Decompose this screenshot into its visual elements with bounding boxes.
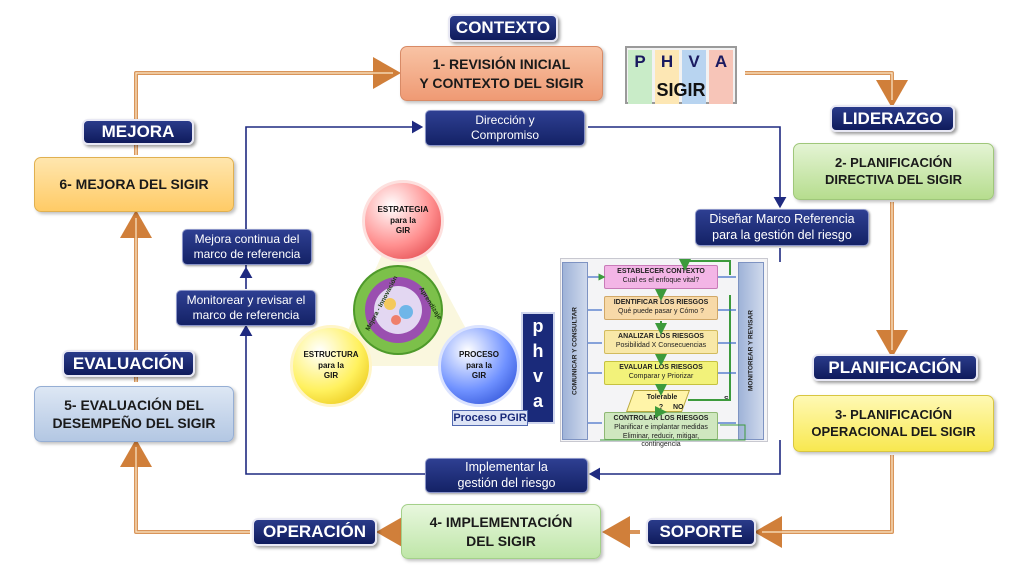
pill-mejora-continua: Mejora continua del marco de referencia <box>182 229 312 265</box>
phva-sigir-title: SIGIR <box>656 80 706 100</box>
stage-2-line1: 2- PLANIFICACIÓN <box>835 154 952 170</box>
step-controlar-sub: Planificar e implantar medidas <box>614 423 708 431</box>
stage-4-line1: 4- IMPLEMENTACIÓN <box>429 514 573 531</box>
process-step-establecer: ESTABLECER CONTEXTO Cual es el enfoque v… <box>604 265 718 289</box>
circle-estructura-line2: para la <box>318 360 344 370</box>
phva-letter-p: P <box>628 50 652 104</box>
pill-monitorear-line1: Monitorear y revisar el <box>186 293 306 307</box>
step-controlar-title: CONTROLAR LOS RIESGOS <box>613 415 709 422</box>
phva-letter-v: V <box>682 50 706 104</box>
process-step-controlar: CONTROLAR LOS RIESGOS Planificar e impla… <box>604 412 718 448</box>
stage-1-line1: 1- REVISIÓN INICIAL <box>432 56 571 73</box>
circle-proceso: PROCESO para la GIR <box>438 325 520 407</box>
circle-estrategia: ESTRATEGIA para la GIR <box>362 180 444 262</box>
circle-proceso-line3: GIR <box>471 371 487 381</box>
pill-monitorear-line2: marco de referencia <box>192 308 300 322</box>
pill-implementar-gestion: Implementar la gestión del riesgo <box>425 458 588 493</box>
stage-4-implementacion: 4- IMPLEMENTACIÓN DEL SIGIR <box>401 504 601 559</box>
step-establecer-title: ESTABLECER CONTEXTO <box>617 268 705 275</box>
stage-2-planificacion-directiva: 2- PLANIFICACIÓN DIRECTIVA DEL SIGIR <box>793 143 994 200</box>
phva-letter-h: H <box>655 50 679 104</box>
pill-mejora-continua-line1: Mejora continua del <box>194 232 300 246</box>
step-evaluar-sub: Comparar y Priorizar <box>628 372 694 380</box>
stage-2-line2: DIRECTIVA DEL SIGIR <box>825 171 962 187</box>
hub-ring <box>353 265 443 355</box>
step-identificar-title: IDENTIFICAR LOS RIESGOS <box>613 299 709 306</box>
label-soporte: SOPORTE <box>646 518 756 546</box>
small-phva-v: v <box>532 366 543 386</box>
small-phva-caption: Proceso PGIR <box>452 410 528 426</box>
pill-direccion-line2: Compromiso <box>470 128 539 142</box>
decision-question: ? <box>658 404 664 411</box>
stage-3-line2: OPERACIONAL DEL SIGIR <box>811 423 976 439</box>
stage-6-line1: 6- MEJORA DEL SIGIR <box>59 176 209 193</box>
step-analizar-title: ANALIZAR LOS RIESGOS <box>618 333 704 340</box>
circle-proceso-line1: PROCESO <box>458 350 499 360</box>
label-operacion: OPERACIÓN <box>252 518 377 546</box>
pill-mejora-continua-line2: marco de referencia <box>193 247 301 261</box>
stage-5-evaluacion-desempeno: 5- EVALUACIÓN DEL DESEMPEÑO DEL SIGIR <box>34 386 234 442</box>
pill-implementar-line2: gestión del riesgo <box>457 475 556 490</box>
label-mejora: MEJORA <box>82 119 194 145</box>
circle-proceso-line2: para la <box>466 360 492 370</box>
pill-disenar-line2: para la gestión del riesgo <box>712 227 852 242</box>
small-phva-p: p <box>532 316 544 336</box>
step-establecer-sub: Cual es el enfoque vital? <box>622 276 700 284</box>
circle-estrategia-line3: GIR <box>395 226 411 236</box>
label-planificacion: PLANIFICACIÓN <box>812 354 978 381</box>
stage-5-line1: 5- EVALUACIÓN DEL <box>64 396 204 413</box>
step-controlar-sub2: Eliminar, reducir, mitigar, contingencia <box>622 432 700 449</box>
step-evaluar-title: EVALUAR LOS RIESGOS <box>619 364 703 371</box>
decision-label: Tolerable <box>646 394 678 401</box>
stage-1-revision-inicial: 1- REVISIÓN INICIAL Y CONTEXTO DEL SIGIR <box>400 46 603 101</box>
stage-1-line2: Y CONTEXTO DEL SIGIR <box>419 74 584 91</box>
step-analizar-sub: Posibilidad X Consecuencias <box>615 341 707 349</box>
stage-3-planificacion-operacional: 3- PLANIFICACIÓN OPERACIONAL DEL SIGIR <box>793 395 994 452</box>
label-contexto: CONTEXTO <box>448 14 558 42</box>
stage-4-line2: DEL SIGIR <box>466 532 536 549</box>
circle-estructura-line3: GIR <box>323 371 339 381</box>
label-liderazgo: LIDERAZGO <box>830 105 955 132</box>
process-arrows <box>588 259 746 441</box>
stage-6-mejora: 6- MEJORA DEL SIGIR <box>34 157 234 212</box>
small-phva-h: h <box>532 341 544 361</box>
pill-disenar-line1: Diseñar Marco Referencia <box>709 211 855 226</box>
pill-implementar-line1: Implementar la <box>465 459 548 474</box>
circle-estructura: ESTRUCTURA para la GIR <box>290 325 372 407</box>
pill-monitorear-revisar: Monitorear y revisar el marco de referen… <box>176 290 316 326</box>
pill-direccion-line1: Dirección y <box>475 113 535 127</box>
pill-disenar-marco: Diseñar Marco Referencia para la gestión… <box>695 209 869 246</box>
circle-estrategia-line2: para la <box>390 215 416 225</box>
step-identificar-sub: Qué puede pasar y Cómo ? <box>618 307 704 315</box>
circle-estructura-line1: ESTRUCTURA <box>303 350 359 360</box>
circle-estrategia-line1: ESTRATEGIA <box>377 205 429 215</box>
label-evaluacion: EVALUACIÓN <box>62 350 195 377</box>
small-phva-a: a <box>532 391 543 411</box>
stage-3-line1: 3- PLANIFICACIÓN <box>835 406 952 422</box>
stage-5-line2: DESEMPEÑO DEL SIGIR <box>52 415 216 431</box>
phva-letter-a: A <box>709 50 733 104</box>
decision-no: NO <box>673 404 684 411</box>
small-phva-panel: p h v a <box>521 312 555 424</box>
pill-direccion-compromiso: Dirección y Compromiso <box>425 110 585 146</box>
